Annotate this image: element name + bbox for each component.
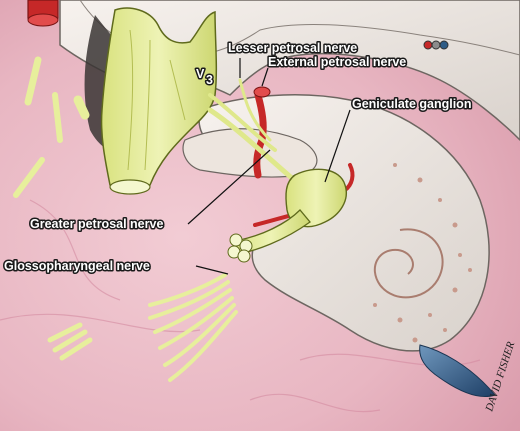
label-geniculate-ganglion: Geniculate ganglion — [352, 97, 471, 111]
nerve-strands-left — [13, 56, 90, 198]
glossopharyngeal-fibers — [148, 273, 238, 382]
trigeminal-texture — [127, 29, 186, 171]
label-glossopharyngeal-nerve: Glossopharyngeal nerve — [4, 259, 150, 273]
external-petrosal-nerve-path — [238, 78, 272, 142]
leader-lines — [187, 58, 351, 275]
lesser-petrosal-nerve-path — [208, 93, 277, 152]
greater-petrosal-nerve-path — [207, 107, 303, 188]
label-lesser-petrosal-nerve: Lesser petrosal nerve — [228, 41, 357, 55]
label-v3-subscript: 3 — [206, 73, 213, 87]
tissue-vessel-lines — [0, 199, 481, 413]
label-v3-main: V — [196, 67, 205, 81]
cochlea-spiral — [373, 228, 444, 299]
label-v3: V 3 — [195, 66, 215, 89]
label-external-petrosal-nerve: External petrosal nerve — [268, 55, 406, 69]
vein — [419, 344, 496, 397]
bone-spots — [373, 163, 472, 343]
facial-nerve-cut-ends — [227, 233, 253, 263]
artery-top-left-end — [27, 13, 59, 27]
trigeminal-cut-end — [109, 179, 151, 195]
artery-cut-end — [253, 86, 271, 98]
nerve-strands-lower-left — [47, 322, 93, 361]
vessel-cluster — [423, 40, 449, 50]
label-greater-petrosal-nerve: Greater petrosal nerve — [30, 217, 163, 231]
